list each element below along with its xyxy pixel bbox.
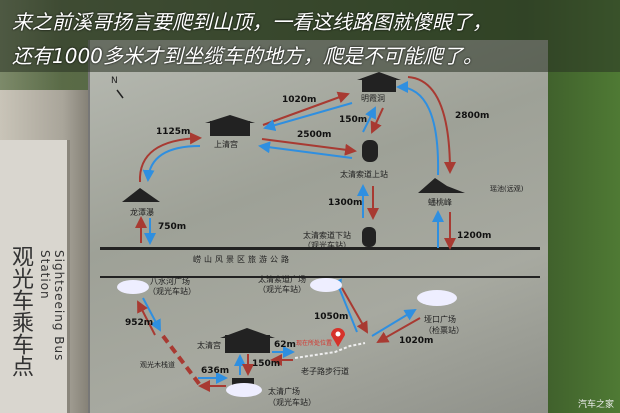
dist-1020: 1020m — [282, 95, 317, 105]
road-line-lower — [100, 276, 540, 278]
place-taiqinggong: 太清宫 — [197, 341, 221, 350]
dist-1200: 1200m — [457, 231, 492, 241]
place-taiqing-plaza: 太清广场 — [268, 387, 300, 396]
place-bashuihe-sub: （观光车站） — [148, 287, 196, 296]
bus-station-title: 观光车乘车点 — [8, 245, 33, 377]
place-cableway-plaza-sub: （观光车站） — [258, 285, 306, 294]
place-pantaofeng: 蟠桃峰 — [428, 198, 452, 207]
dist-1050: 1050m — [314, 312, 349, 322]
road-label: 崂山风景区旅游公路 — [193, 255, 292, 264]
dist-1300: 1300m — [328, 198, 363, 208]
place-cableway-lower-sub: （观光车站） — [303, 241, 351, 250]
place-yakou-plaza-sub: （检票站） — [424, 326, 464, 335]
place-cableway-lower: 太清索道下站 — [303, 231, 351, 240]
north-label: N — [111, 76, 118, 86]
watermark: 汽车之家 — [577, 400, 614, 410]
dist-62: 62m — [274, 340, 296, 350]
north-arrow-icon — [116, 89, 124, 99]
bus-station-sign — [0, 140, 70, 413]
dist-2500: 2500m — [297, 130, 332, 140]
dist-636: 636m — [201, 366, 230, 376]
place-mingxiadong: 明霞洞 — [361, 94, 385, 103]
dist-1125: 1125m — [156, 127, 191, 137]
place-cableway-plaza: 太清索道广场 — [258, 275, 306, 284]
place-longtanpu: 龙潭瀑 — [130, 208, 154, 217]
map-pin-icon — [331, 328, 345, 347]
dist-952: 952m — [125, 318, 154, 328]
place-cableway-upper: 太清索道上站 — [340, 170, 388, 179]
caption-overlay — [0, 0, 620, 72]
place-taiqing-plaza-sub: （观光车站） — [268, 398, 316, 407]
dist-150: 150m — [339, 115, 368, 125]
dist-750: 750m — [158, 222, 187, 232]
place-shangqinggong: 上清宫 — [214, 140, 238, 149]
dist-150-lower: 150m — [252, 359, 281, 369]
place-yaochi: 瑶池(远观) — [490, 185, 524, 193]
place-yakou-plaza: 垭口广场 — [424, 315, 456, 324]
route-map-sign — [88, 40, 548, 413]
dist-1020-lower: 1020m — [399, 336, 434, 346]
road-line — [100, 247, 540, 250]
place-laozi-trail: 老子路步行道 — [301, 367, 349, 376]
caption-line-2: 还有1000多米才到坐缆车的地方，爬是不可能爬了。 — [12, 44, 483, 68]
bus-station-title-en: Sightseeing Bus Station — [38, 250, 66, 362]
place-boardwalk: 观光木栈道 — [140, 361, 175, 369]
caption-line-1: 来之前溪哥扬言要爬到山顶，一看这线路图就傻眼了， — [12, 10, 492, 34]
you-are-here-label: 现在所处位置 — [296, 340, 333, 347]
place-bashuihe: 八水河广场 — [150, 277, 190, 286]
dist-2800: 2800m — [455, 111, 490, 121]
